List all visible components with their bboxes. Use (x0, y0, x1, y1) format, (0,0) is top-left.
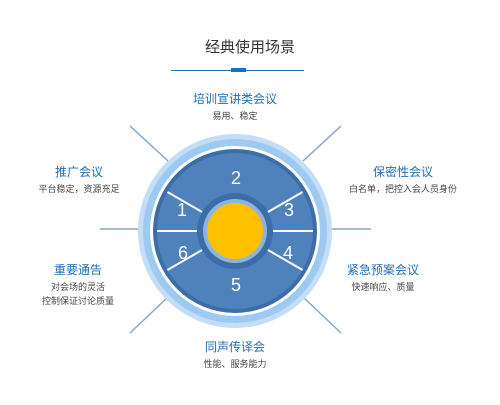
segment-number-6: 6 (178, 243, 188, 263)
scenario-desc: 易用、稳定 (212, 112, 258, 122)
scenario-title: 紧急预案会议 (346, 263, 419, 277)
scenario-top: 培训宣讲类会议 易用、稳定 (185, 92, 285, 124)
scenario-desc-line-2: 控制保证讨论质量 (41, 297, 114, 307)
scenario-upper-right: 保密性会议 白名单，把控入会人员身份 (328, 165, 478, 197)
spoke-upper-left (129, 125, 169, 162)
segment-number-5: 5 (231, 275, 241, 295)
scenario-title: 推广会议 (54, 165, 103, 179)
page-title: 经典使用场景 (204, 38, 295, 56)
scenario-upper-left: 推广会议 平台稳定，资源充足 (24, 165, 134, 197)
center-circle (207, 203, 263, 259)
segment-number-1: 1 (177, 200, 187, 220)
segment-number-4: 4 (283, 243, 293, 263)
scenario-desc: 白名单，把控入会人员身份 (348, 185, 457, 195)
scenario-title: 保密性会议 (372, 165, 433, 179)
scenario-desc: 快速响应、质量 (351, 283, 415, 293)
scenario-title: 同声传译会 (204, 340, 265, 354)
scenario-title: 重要通告 (53, 263, 102, 277)
segment-number-2: 2 (231, 168, 241, 188)
spoke-lower-left (129, 296, 169, 334)
scenario-bottom: 同声传译会 性能、服务能力 (185, 340, 285, 372)
scenario-lower-right: 紧急预案会议 快速响应、质量 (328, 263, 438, 295)
scenario-desc: 性能、服务能力 (203, 360, 267, 370)
spoke-upper-right (302, 125, 342, 162)
spoke-lines (100, 125, 371, 334)
scenario-title: 培训宣讲类会议 (192, 92, 277, 106)
scenario-lower-left: 重要通告 对会场的灵活 控制保证讨论质量 (28, 263, 128, 309)
segment-number-3: 3 (284, 200, 294, 220)
title-underline-accent (231, 68, 246, 72)
scenario-desc: 平台稳定，资源充足 (38, 185, 120, 195)
scenario-desc-line-1: 对会场的灵活 (50, 283, 105, 293)
spoke-lower-right (302, 296, 342, 334)
